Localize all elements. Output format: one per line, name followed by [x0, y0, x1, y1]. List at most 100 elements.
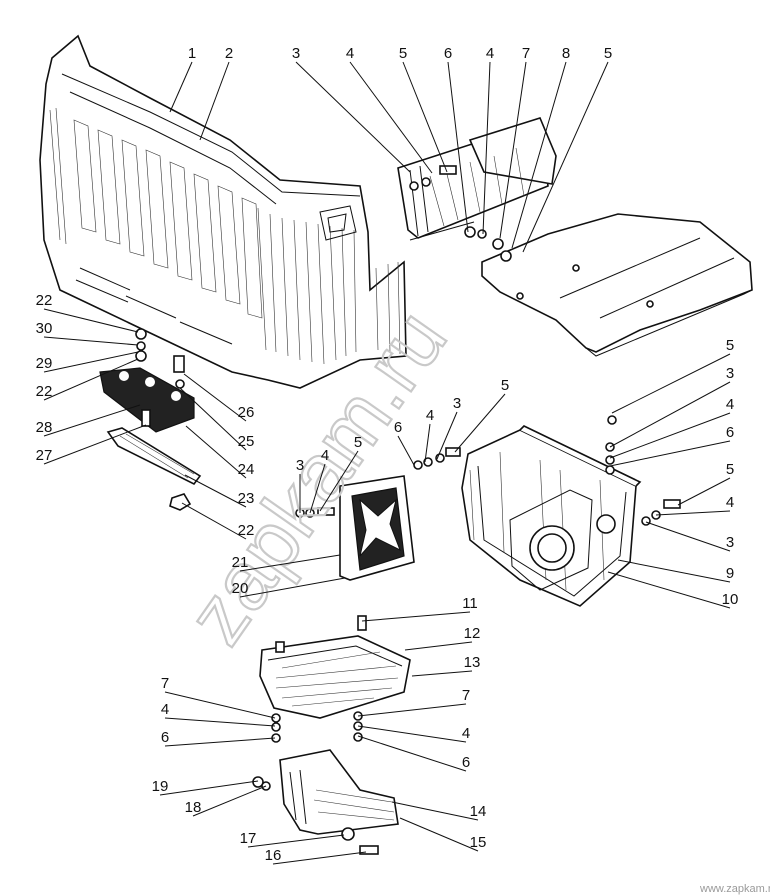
- callout-c-5d: 5: [454, 377, 509, 453]
- callout-c-5e: 5: [611, 337, 734, 414]
- callout-number: 14: [470, 803, 487, 820]
- callout-c-7c: 7: [357, 687, 470, 717]
- callout-number: 4: [161, 701, 169, 718]
- callout-number: 5: [399, 45, 407, 62]
- callout-c-13: 13: [411, 654, 480, 677]
- callout-c-6e: 6: [357, 735, 470, 772]
- leader-line: [164, 691, 276, 719]
- callout-number: 20: [232, 580, 249, 597]
- callout-c-4h: 4: [357, 725, 470, 743]
- callout-number: 4: [726, 396, 734, 413]
- callout-c-1: 1: [169, 45, 196, 113]
- callout-number: 22: [36, 383, 53, 400]
- callout-c-6a: 6: [444, 45, 469, 233]
- callout-c-27: 27: [36, 424, 147, 465]
- callout-c-6b: 6: [394, 419, 415, 466]
- callout-number: 12: [464, 625, 481, 642]
- callout-c-5b: 5: [522, 45, 612, 253]
- leader-line: [411, 670, 473, 677]
- leader-line: [482, 61, 491, 235]
- callout-number: 3: [292, 45, 300, 62]
- callout-number: 5: [726, 337, 734, 354]
- callout-c-22b: 22: [36, 358, 139, 401]
- leader-line: [609, 412, 731, 459]
- callout-number: 4: [346, 45, 354, 62]
- callout-c-4b: 4: [482, 45, 494, 235]
- callout-c-5c: 5: [319, 434, 362, 512]
- callout-c-25: 25: [179, 387, 254, 451]
- tray-plate: [259, 615, 411, 743]
- callout-number: 30: [36, 320, 53, 337]
- callout-number: 9: [726, 565, 734, 582]
- callout-c-6c: 6: [609, 424, 734, 467]
- leader-line: [185, 425, 247, 479]
- leader-line: [169, 61, 193, 113]
- callout-number: 4: [462, 725, 470, 742]
- callout-number: 1: [188, 45, 196, 62]
- site-credit: www.zapkam.ru: [699, 883, 770, 895]
- leader-line: [357, 725, 467, 743]
- leader-line: [645, 521, 731, 552]
- bottom-bracket: [252, 749, 399, 855]
- front-grille-panel: [39, 34, 407, 389]
- callout-number: 22: [36, 292, 53, 309]
- callout-c-29: 29: [36, 351, 139, 373]
- callout-number: 16: [265, 847, 282, 864]
- callout-c-19: 19: [152, 778, 259, 796]
- callout-number: 8: [562, 45, 570, 62]
- flange-plate: [295, 475, 415, 581]
- callout-number: 19: [152, 778, 169, 795]
- callout-number: 4: [486, 45, 494, 62]
- leader-line: [192, 785, 267, 817]
- callout-c-5f: 5: [677, 461, 734, 506]
- callout-number: 6: [444, 45, 452, 62]
- leader-line: [357, 735, 467, 772]
- callout-number: 7: [522, 45, 530, 62]
- leader-line: [677, 477, 731, 506]
- leader-line: [397, 435, 415, 466]
- leader-line: [454, 393, 506, 453]
- callout-number: 7: [462, 687, 470, 704]
- leader-line: [609, 381, 731, 448]
- callout-c-15: 15: [399, 817, 486, 852]
- leader-line: [272, 851, 367, 865]
- leader-line: [349, 61, 433, 174]
- top-cover-plate: [481, 213, 753, 357]
- top-mounting-bracket: [397, 117, 557, 250]
- callout-c-3e: 3: [645, 521, 734, 552]
- leader-line: [522, 61, 609, 253]
- leader-line: [499, 61, 527, 239]
- callout-number: 5: [726, 461, 734, 478]
- callout-c-26: 26: [183, 373, 255, 422]
- callout-c-4c: 4: [309, 447, 329, 514]
- leader-line: [164, 717, 276, 727]
- leader-line: [391, 801, 479, 821]
- callout-number: 5: [604, 45, 612, 62]
- leader-line: [357, 703, 467, 717]
- leader-line: [43, 424, 147, 465]
- callout-c-7b: 7: [161, 675, 276, 719]
- callout-number: 28: [36, 419, 53, 436]
- leader-line: [181, 502, 247, 540]
- callout-number: 29: [36, 355, 53, 372]
- callout-c-3b: 3: [296, 457, 304, 513]
- callout-c-22a: 22: [36, 292, 139, 333]
- callout-c-5a: 5: [399, 45, 448, 173]
- leader-line: [199, 61, 230, 141]
- callout-number: 6: [462, 754, 470, 771]
- leader-line: [655, 510, 731, 516]
- callout-number: 26: [238, 404, 255, 421]
- leader-line: [399, 817, 479, 852]
- side-housing: [413, 415, 681, 607]
- callout-number: 18: [185, 799, 202, 816]
- callout-c-14: 14: [391, 801, 487, 821]
- callout-c-11: 11: [361, 595, 478, 622]
- callout-c-16: 16: [265, 847, 367, 865]
- leader-line: [424, 423, 431, 463]
- leader-line: [309, 463, 326, 514]
- leader-line: [43, 404, 141, 437]
- leader-line: [43, 336, 139, 346]
- leader-line: [43, 308, 139, 333]
